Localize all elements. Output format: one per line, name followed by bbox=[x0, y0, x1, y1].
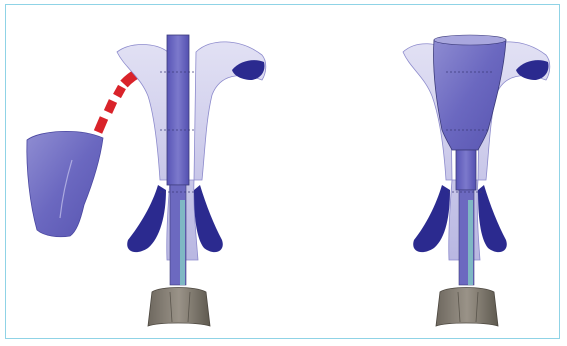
right-panel bbox=[403, 35, 550, 326]
inserted-sleeve-shape bbox=[433, 35, 506, 150]
outer-bowl-shape bbox=[117, 42, 266, 260]
left-panel bbox=[27, 35, 266, 326]
detached-sleeve-shape bbox=[27, 131, 103, 236]
ground-base-block-right bbox=[436, 288, 498, 327]
ground-base-block-left bbox=[148, 288, 210, 327]
